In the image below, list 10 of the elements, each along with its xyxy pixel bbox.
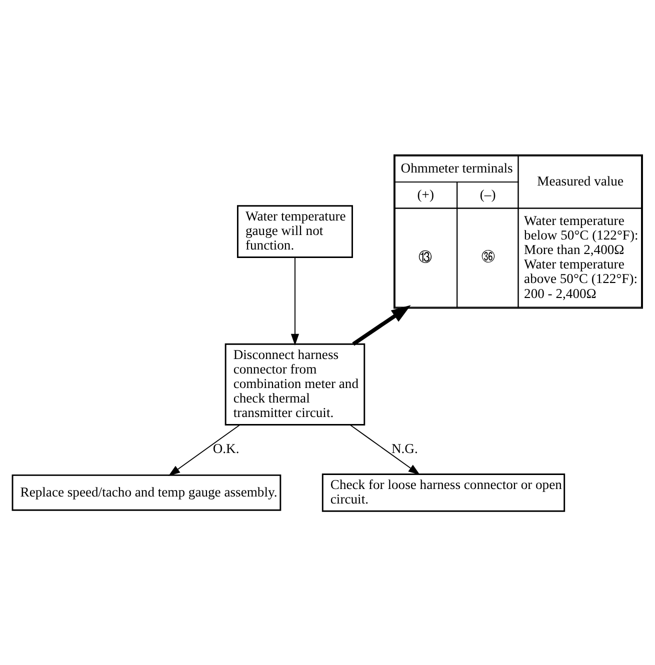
arrow xyxy=(352,304,411,346)
edge-label: N.G. xyxy=(391,440,418,456)
arrow xyxy=(168,424,240,476)
node-box: Disconnect harness connector from combination meter and check thermal transmitter circuit. xyxy=(224,342,366,425)
node-box: Replace speed/tacho and temp gauge assembly. xyxy=(12,474,282,510)
arrow xyxy=(290,256,300,345)
node-box: Water temperature gauge will not function. xyxy=(236,204,353,258)
arrow xyxy=(350,424,420,474)
edge-label: O.K. xyxy=(212,440,240,456)
node-box: Check for loose harness connector or open circuit. xyxy=(322,473,566,512)
